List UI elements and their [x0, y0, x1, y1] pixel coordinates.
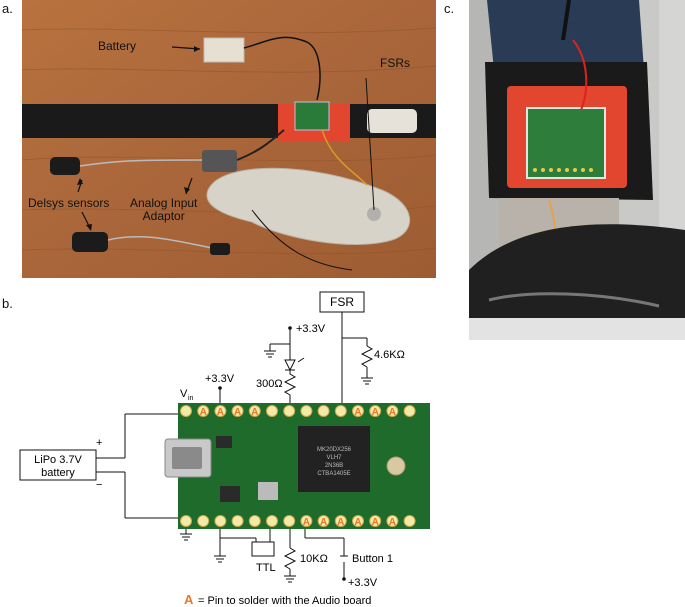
- board-pin: [403, 515, 416, 527]
- plus-label: +: [96, 437, 102, 449]
- board-pin: [180, 515, 192, 527]
- battery-label: Battery: [98, 39, 137, 53]
- board-pin: [369, 515, 382, 527]
- program-button: [386, 456, 406, 476]
- audio-pin-mark: A: [234, 407, 241, 418]
- panel-label-c: c.: [444, 1, 455, 16]
- schematic: FSR LiPo 3.7V battery MK20DX256 VLH7 2N3…: [19, 291, 430, 607]
- strap-tip: [367, 109, 417, 133]
- board-pin: [403, 405, 416, 417]
- adaptor-label-line2: Adaptor: [142, 209, 185, 223]
- delsys-sensor-2: [72, 232, 108, 252]
- audio-pin-mark: A: [354, 407, 361, 418]
- board-pin: [197, 515, 210, 527]
- board-on-leg: [526, 107, 606, 179]
- board-pin: [197, 405, 210, 417]
- lipo-line2: battery: [41, 467, 75, 479]
- battery-photo: [203, 37, 245, 63]
- board-pin: [352, 405, 364, 417]
- r-46k-label: 4.6KΩ: [374, 349, 405, 361]
- board-pin: [266, 515, 278, 527]
- minus-label: −: [96, 479, 102, 491]
- ttl-label: TTL: [256, 562, 276, 574]
- board-pin: [283, 405, 296, 417]
- shoe: [469, 224, 685, 340]
- chip-text-3: 2N36B: [325, 463, 343, 469]
- leg-photo: [469, 0, 685, 340]
- board-pin: [283, 515, 296, 527]
- board-pin: [317, 405, 330, 417]
- analog-adaptor-photo: [202, 150, 237, 172]
- panel-label-b: b.: [2, 296, 13, 311]
- board-pin: [300, 515, 313, 527]
- r-10k-label: 10KΩ: [300, 553, 328, 565]
- audio-pin-mark: A: [354, 517, 361, 528]
- r-300-label: 300Ω: [256, 378, 283, 390]
- audio-pin-mark: A: [251, 407, 258, 418]
- device-photo-panel: Battery FSRs Delsys sensors Analog Input…: [22, 0, 436, 278]
- vin-label: V: [180, 388, 188, 400]
- board-pin: [231, 515, 244, 527]
- board-pin: [386, 405, 399, 417]
- adaptor-label-line1: Analog Input: [130, 196, 198, 210]
- leg-photo-panel: [469, 0, 685, 340]
- mcu-chip: [298, 426, 370, 492]
- audio-pin-mark: A: [200, 407, 207, 418]
- button-label: Button 1: [352, 553, 393, 565]
- board-pin: [231, 405, 244, 417]
- board-pin: [180, 405, 192, 417]
- audio-pin-mark: A: [320, 517, 327, 528]
- board-pin: [334, 405, 347, 417]
- board-pin: [214, 515, 227, 527]
- board-pin: [266, 405, 278, 417]
- board-pin: [317, 515, 330, 527]
- insole: [206, 167, 410, 245]
- board-pin: [248, 405, 261, 417]
- board-pin: [248, 515, 261, 527]
- audio-pin-mark: A: [372, 517, 379, 528]
- chip-text-4: CTBA1405E: [317, 471, 350, 477]
- legend-mark: A: [184, 592, 194, 607]
- audio-pin-mark: A: [217, 407, 224, 418]
- audio-pin-mark: A: [303, 517, 310, 528]
- audio-pin-mark: A: [372, 407, 379, 418]
- board-pin: [352, 515, 364, 527]
- adaptor-label: Analog Input Adaptor: [130, 197, 197, 223]
- legend-text: = Pin to solder with the Audio board: [198, 595, 371, 607]
- audio-pin-mark: A: [389, 517, 396, 528]
- delsys-sensor-1: [50, 157, 80, 175]
- lipo-line1: LiPo 3.7V: [34, 454, 82, 466]
- device-photo: [22, 0, 436, 278]
- fsr-box: [319, 291, 365, 313]
- v33-top-label: +3.3V: [296, 323, 326, 335]
- vin-sub-label: in: [188, 395, 194, 402]
- fsr-label: FSR: [330, 295, 354, 309]
- chip-text-1: MK20DX256: [317, 447, 352, 453]
- panel-label-a: a.: [2, 1, 13, 16]
- board-pin: [214, 405, 227, 417]
- fsrs-label: FSRs: [380, 56, 410, 70]
- chip-text-2: VLH7: [326, 455, 342, 461]
- board-pin: [369, 405, 382, 417]
- audio-pin-mark: A: [389, 407, 396, 418]
- lipo-box: [19, 449, 97, 481]
- v33-left-label: +3.3V: [205, 373, 235, 385]
- schematic-panel: FSR LiPo 3.7V battery MK20DX256 VLH7 2N3…: [0, 286, 470, 607]
- delsys-label: Delsys sensors: [28, 196, 110, 210]
- board-pin: [334, 515, 347, 527]
- teensy-board-photo: [294, 101, 330, 131]
- audio-pin-mark: A: [337, 517, 344, 528]
- board-pin: [300, 405, 313, 417]
- v33-bottom-label: +3.3V: [348, 577, 378, 589]
- board-pin: [386, 515, 399, 527]
